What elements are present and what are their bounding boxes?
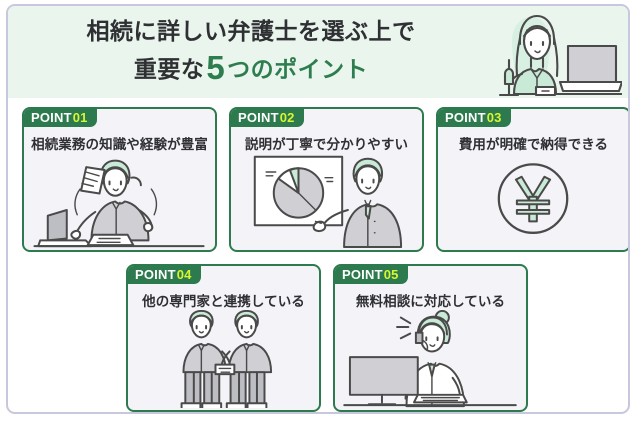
point-card-title-02: 説明が丁寧で分かりやすい: [244, 137, 409, 152]
badge-number: 04: [176, 267, 192, 282]
page-title-prefix: 重要な: [133, 56, 205, 82]
page-title-line-2: 重要な5つのポイント: [8, 49, 494, 88]
point-card-title-03: 費用が明確で納得できる: [458, 137, 609, 152]
badge-label: POINT: [445, 110, 486, 125]
badge-label: POINT: [238, 110, 279, 125]
header-banner: 相続に詳しい弁護士を選ぶ上で 重要な5つのポイント: [8, 6, 628, 98]
badge-label: POINT: [342, 267, 383, 282]
badge-label: POINT: [31, 110, 72, 125]
badge-number: 05: [383, 267, 399, 282]
header-title-block: 相続に詳しい弁護士を選ぶ上で 重要な5つのポイント: [8, 13, 494, 88]
badge-number: 01: [72, 110, 88, 125]
badge-number: 02: [279, 110, 295, 125]
handshake-two-businessmen-icon: [128, 310, 319, 408]
presenter-with-pie-chart-icon: [231, 153, 422, 248]
badge-number: 03: [486, 110, 502, 125]
point-card-title-04: 他の専門家と連携している: [142, 294, 305, 309]
points-count-number: 5: [206, 49, 226, 86]
page-title-suffix: つのポイント: [227, 56, 369, 82]
page-title-line-1: 相続に詳しい弁護士を選ぶ上で: [86, 18, 416, 44]
infographic-panel: 相続に詳しい弁護士を選ぶ上で 重要な5つのポイント: [6, 4, 630, 414]
point-card-title-01: 相続業務の知識や経験が豊富: [31, 137, 208, 152]
point-card-title-05: 無料相談に対応している: [355, 294, 506, 309]
woman-pointing-with-laptop-icon: [472, 8, 628, 98]
badge-label: POINT: [135, 267, 176, 282]
yen-currency-icon: [438, 153, 628, 248]
lawyer-on-phone-with-laptop-icon: [24, 153, 215, 248]
headset-operator-at-computer-icon: [335, 310, 526, 408]
